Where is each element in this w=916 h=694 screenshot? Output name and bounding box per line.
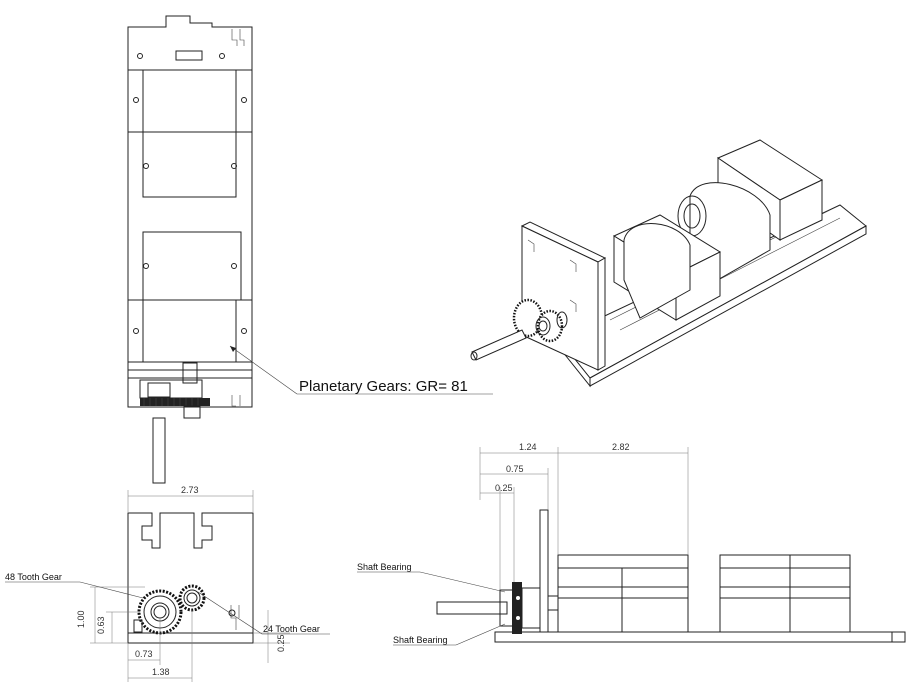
dim-2.82: 2.82 [612, 442, 630, 452]
dim-0.25-side: 0.25 [495, 483, 513, 493]
shaft-bearing-bottom-label: Shaft Bearing [393, 635, 448, 645]
shaft-bearing-top-label: Shaft Bearing [357, 562, 412, 572]
dim-0.63: 0.63 [96, 616, 106, 634]
dim-1.38: 1.38 [152, 667, 170, 677]
side-view [436, 509, 906, 643]
dim-1.00: 1.00 [76, 610, 86, 628]
dim-0.75: 0.75 [506, 464, 524, 474]
48-tooth-gear-label: 48 Tooth Gear [5, 572, 62, 582]
dim-0.25: 0.25 [276, 634, 286, 652]
side-dimensions: 1.24 2.82 0.75 0.25 [479, 442, 689, 590]
front-view [127, 512, 254, 644]
gear-callouts: 48 Tooth Gear 24 Tooth Gear [5, 572, 330, 635]
planetary-gear-callout: Planetary Gears: GR= 81 [229, 345, 493, 395]
dim-0.73: 0.73 [135, 649, 153, 659]
dim-1.24: 1.24 [519, 442, 537, 452]
planetary-gears-label: Planetary Gears: GR= 81 [299, 378, 468, 395]
top-view [127, 15, 253, 484]
isometric-view [470, 139, 867, 388]
front-dimensions: 2.73 1.00 0.63 0.25 0.73 1.38 [76, 485, 290, 682]
24-tooth-gear-label: 24 Tooth Gear [263, 624, 320, 634]
bearing-callouts: Shaft Bearing Shaft Bearing [357, 562, 506, 646]
dim-2.73: 2.73 [181, 485, 199, 495]
